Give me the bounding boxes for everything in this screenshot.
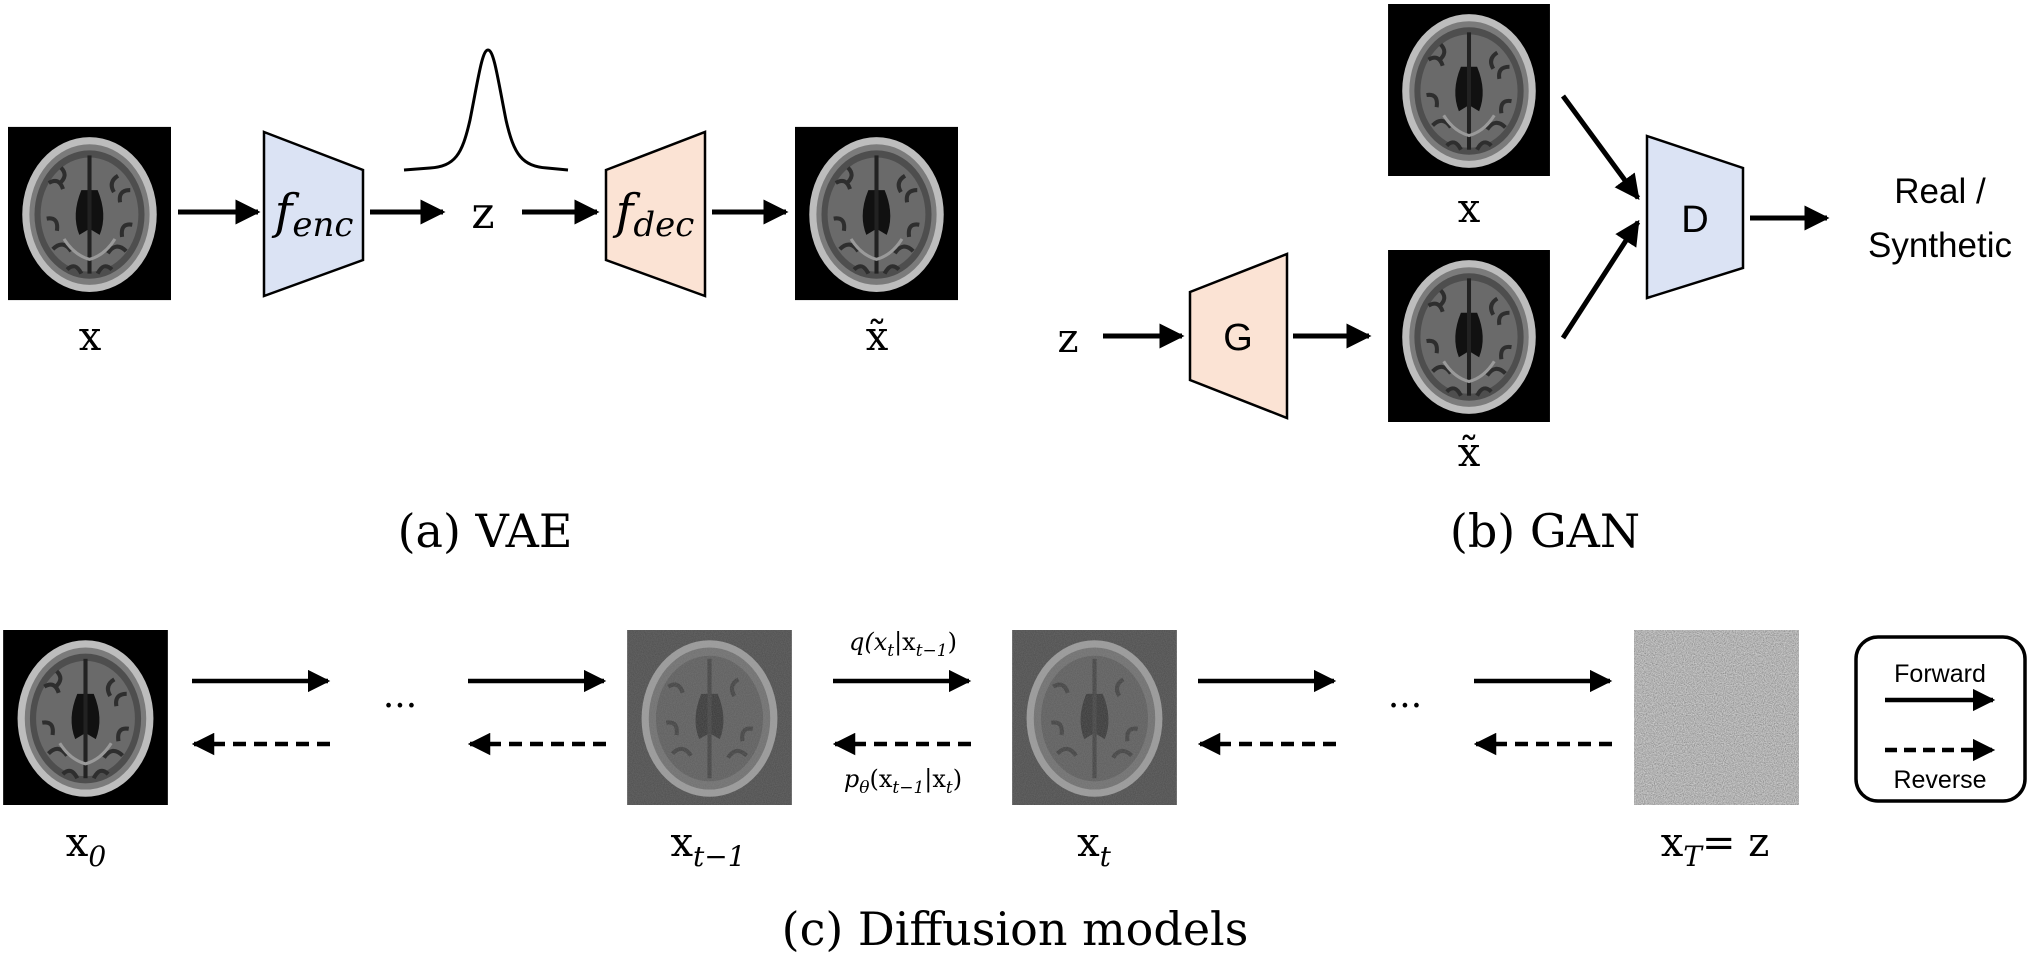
diffusion-xt-minus-1-noise (627, 630, 792, 805)
vae-caption: (a) VAE (398, 504, 573, 558)
diffusion-xt-label: xt (1077, 820, 1112, 873)
diffusion-forward-function: q(xt|xt−1) (849, 628, 957, 661)
legend-reverse-label: Reverse (1893, 766, 1986, 794)
gan-discriminator-trapezoid (1645, 134, 1745, 300)
diffusion-xT-label: xT= z (1661, 820, 1770, 873)
diffusion-xt-minus-1-label: xt−1 (670, 820, 745, 873)
vae-input-image (8, 127, 171, 300)
gan-generator-trapezoid (1188, 252, 1289, 420)
diffusion-ellipsis-2: ··· (1388, 686, 1422, 727)
gan-output-line2: Synthetic (1868, 226, 2012, 265)
diffusion-xt-noise (1012, 630, 1177, 805)
gan-output-line1: Real / (1894, 172, 1986, 211)
gan-fake-label: x̃ (1458, 430, 1481, 476)
gan-arrow-fake-discriminator (1560, 219, 1641, 340)
vae-output-image (795, 127, 958, 300)
gan-panel: x z G x̃ D Real / Synthetic (b) GAN (1057, 4, 2012, 558)
diffusion-panel: x0 ··· xt−1 q(xt|xt−1) pθ(xt−1|xt) xt ··… (3, 628, 2027, 956)
gan-real-image (1388, 4, 1550, 176)
gan-arrow-real-discriminator (1560, 94, 1641, 201)
gaussian-noise-icon (1634, 630, 1799, 805)
diffusion-caption: (c) Diffusion models (782, 902, 1249, 956)
diffusion-legend: Forward Reverse (1854, 635, 2027, 803)
vae-decoder-trapezoid (604, 130, 707, 298)
vae-panel: x fenc z fdec x̃ (a) VAE (8, 48, 958, 558)
vae-output-label: x̃ (866, 314, 889, 360)
gan-noise-label: z (1057, 316, 1078, 362)
gan-real-label: x (1458, 186, 1481, 232)
diffusion-ellipsis-1: ··· (383, 686, 417, 727)
gan-generator-label: G (1223, 317, 1253, 359)
legend-forward-label: Forward (1894, 660, 1986, 688)
gan-discriminator-label: D (1681, 199, 1708, 241)
vae-input-label: x (79, 314, 102, 360)
diffusion-reverse-function: pθ(xt−1|xt) (844, 765, 962, 798)
vae-encoder-trapezoid (262, 130, 365, 298)
gan-fake-image (1388, 250, 1550, 422)
vae-encoder-label: fenc (272, 184, 354, 245)
diffusion-x0-image (3, 630, 168, 805)
gaussian-curve-icon (403, 48, 569, 172)
gan-caption: (b) GAN (1450, 504, 1640, 558)
diffusion-x0-label: x0 (66, 820, 106, 873)
vae-latent-label: z (471, 188, 494, 239)
